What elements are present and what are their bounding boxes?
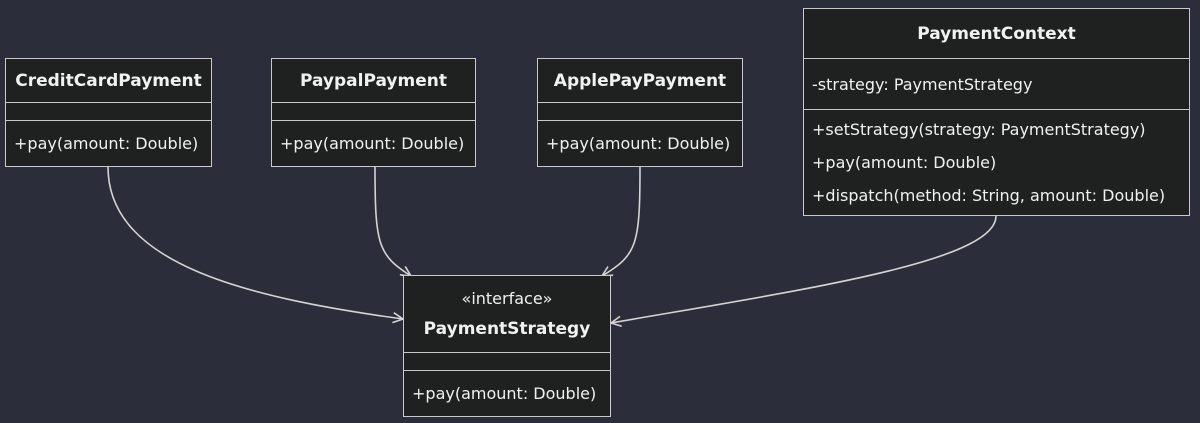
methods-section: +pay(amount: Double) [404,371,610,416]
class-header: «interface» PaymentStrategy [404,276,610,353]
class-header: PaypalPayment [272,59,475,103]
methods-section: +pay(amount: Double) [272,121,475,166]
attributes-section [538,103,742,121]
class-header: PaymentContext [804,9,1189,59]
method-dispatch: +dispatch(method: String, amount: Double… [812,186,1166,205]
class-credit-card-payment: CreditCardPayment +pay(amount: Double) [5,58,212,167]
class-paypal-payment: PaypalPayment +pay(amount: Double) [271,58,476,167]
class-name: PaymentStrategy [423,319,591,339]
method-pay: +pay(amount: Double) [280,134,465,153]
method-pay: +pay(amount: Double) [14,134,199,153]
attributes-section [272,103,475,121]
methods-section: +setStrategy(strategy: PaymentStrategy) … [804,110,1189,215]
edge-context-to-strategy [609,215,997,327]
method-pay: +pay(amount: Double) [546,134,731,153]
attributes-section: -strategy: PaymentStrategy [804,59,1189,110]
method-pay: +pay(amount: Double) [412,384,597,403]
class-header: ApplePayPayment [538,59,742,103]
attributes-section [6,103,211,121]
class-name: PaypalPayment [299,70,447,91]
class-name: PaymentContext [917,23,1076,44]
class-payment-context: PaymentContext -strategy: PaymentStrateg… [803,8,1190,216]
class-header: CreditCardPayment [6,59,211,103]
edge-applepay-to-strategy [600,166,641,277]
class-name: CreditCardPayment [15,70,202,91]
attributes-section [404,353,610,371]
edge-creditcard-to-strategy [107,166,405,324]
edge-paypal-to-strategy [374,166,413,277]
attribute-strategy: -strategy: PaymentStrategy [812,74,1033,94]
method-pay: +pay(amount: Double) [812,153,997,172]
class-apple-pay-payment: ApplePayPayment +pay(amount: Double) [537,58,743,167]
method-set-strategy: +setStrategy(strategy: PaymentStrategy) [812,120,1146,139]
class-name: ApplePayPayment [553,70,727,91]
methods-section: +pay(amount: Double) [6,121,211,166]
methods-section: +pay(amount: Double) [538,121,742,166]
class-payment-strategy: «interface» PaymentStrategy +pay(amount:… [403,275,611,417]
stereotype-label: «interface» [461,289,553,308]
